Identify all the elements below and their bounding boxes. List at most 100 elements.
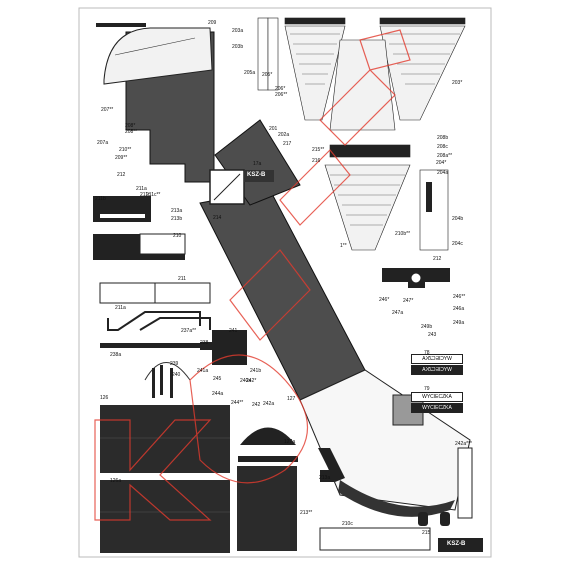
part-label: 1**	[340, 243, 347, 249]
sign-79-dark: WYCIECZKA	[411, 403, 463, 413]
part-label: 249a	[453, 320, 465, 326]
part-label: 243	[428, 332, 437, 338]
panel-127	[100, 405, 230, 473]
part-label: 244a	[212, 391, 224, 397]
part-211a-white	[100, 214, 145, 218]
part-213-block	[320, 470, 334, 482]
part-label: 204c	[452, 241, 463, 247]
part-label: 205*	[262, 72, 273, 78]
part-label: 242	[252, 402, 261, 408]
part-label: 204b	[452, 216, 464, 222]
roof-dimension-line	[114, 37, 196, 56]
part-212-circle	[410, 272, 422, 284]
watermark	[94, 29, 411, 521]
plate-panel	[244, 170, 274, 182]
part-label: 240	[172, 372, 181, 378]
part-label: 211	[178, 276, 186, 282]
part-label: 126	[100, 395, 109, 401]
handrail-237b	[139, 317, 211, 331]
part-label: 203*	[452, 80, 463, 86]
part-label: 207**	[101, 107, 114, 113]
part-label: 213a	[171, 208, 183, 214]
part-label: 213**	[300, 510, 313, 516]
sign-78-mirrored-dark: WYCIECZKA	[411, 365, 463, 375]
part-label: 78	[424, 350, 430, 356]
part-label: 209	[208, 20, 217, 26]
windshield-diag	[213, 173, 241, 201]
part-label: 203a	[232, 28, 244, 34]
part-label: 239	[170, 361, 179, 367]
part-label: 210c	[342, 521, 353, 527]
strip-203	[257, 17, 279, 91]
part-label: 208*	[125, 123, 136, 129]
panel-126-strip	[238, 456, 298, 462]
part-238	[200, 342, 212, 350]
part-label: 213a	[319, 475, 331, 481]
part-label: 211a	[136, 186, 147, 192]
part-label: 206**	[275, 92, 288, 98]
part-213	[318, 448, 345, 482]
part-label: 244**	[231, 400, 244, 406]
part-label: 127	[287, 396, 296, 402]
part-label: 242*	[246, 378, 257, 384]
part-label: 203b	[232, 44, 244, 50]
part-label: 214	[213, 215, 222, 221]
part-label: 206*	[275, 86, 286, 92]
arch-240	[144, 362, 191, 381]
fan-hatching	[290, 33, 460, 85]
part-label: 17a	[253, 161, 262, 167]
part-label: 215	[422, 530, 431, 536]
part-label: 215**	[312, 147, 325, 153]
part-label: 205a	[244, 70, 256, 76]
part-label: 127a	[284, 439, 296, 445]
part-label: 246**	[453, 294, 466, 300]
part-label: 208c	[437, 144, 448, 150]
part-label: 241a	[197, 368, 209, 374]
part-label: 211b	[95, 196, 106, 202]
part-label: 242a***	[455, 441, 472, 447]
part-label: 209**	[115, 155, 128, 161]
part-label: 211c	[140, 192, 151, 198]
part-label: 241b	[250, 368, 262, 374]
handrail-237a	[107, 311, 201, 331]
part-label: 247*	[403, 298, 414, 304]
part-label: 238a	[110, 352, 122, 358]
fan-hatching-lower	[330, 174, 405, 226]
rear-curve	[338, 480, 455, 517]
part-210-white	[139, 233, 186, 255]
part-label: 207a	[97, 140, 109, 146]
part-label: 126a	[110, 478, 122, 484]
sign-78-mirrored: WYCIECZKA	[411, 354, 463, 364]
part-label: 249b	[421, 324, 433, 330]
part-label: 212	[433, 256, 442, 262]
logo-ksz: KSZ-B	[447, 541, 466, 547]
part-label: 213b	[171, 216, 183, 222]
part-label: 208b	[437, 135, 449, 141]
part-label: 242a	[263, 401, 275, 407]
strip-204b	[419, 169, 449, 251]
logo-ksz-plate: KSZ-B	[247, 172, 266, 178]
part-label: 204a	[437, 170, 449, 176]
part-211-b	[154, 282, 211, 304]
fan-strips-210b	[324, 144, 411, 251]
posts-240	[152, 365, 173, 398]
dome-126	[240, 427, 296, 445]
part-label: 237a**	[181, 328, 197, 334]
roof-front-curve	[103, 27, 213, 85]
panel-127a	[100, 480, 230, 553]
sign-79: WYCIECZKA	[411, 392, 463, 402]
part-label: 210**	[119, 147, 132, 153]
part-label: 211a	[115, 305, 126, 311]
logo-plate	[438, 538, 483, 552]
panel-126a	[237, 466, 297, 551]
part-label: 202a	[278, 132, 290, 138]
part-label: 247a	[392, 310, 404, 316]
part-label: 210	[173, 233, 182, 239]
part-label: 246*	[379, 297, 390, 303]
part-label: 246a	[453, 306, 465, 312]
part-label: 241	[229, 328, 238, 334]
part-label: 238	[200, 340, 209, 346]
part-213a	[319, 527, 431, 551]
part-label: 245	[213, 376, 222, 382]
part-label: 201	[269, 126, 278, 132]
